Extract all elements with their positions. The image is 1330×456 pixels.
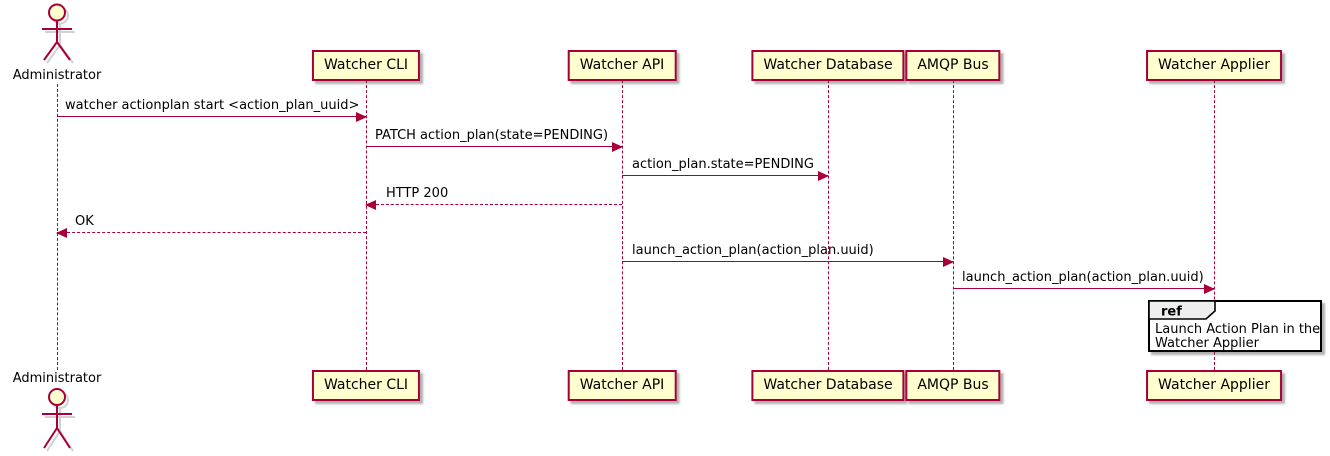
participant-watcher-cli-bottom: Watcher CLI bbox=[311, 370, 421, 401]
arrowhead-right-icon bbox=[1204, 284, 1215, 294]
participant-watcher-database-top: Watcher Database bbox=[751, 50, 905, 81]
ref-fragment: ref Launch Action Plan in the Watcher Ap… bbox=[1148, 300, 1322, 352]
message-line bbox=[57, 116, 366, 117]
message-ok: OK bbox=[56, 209, 366, 238]
message-label: HTTP 200 bbox=[386, 186, 449, 201]
message-line bbox=[57, 232, 366, 233]
message-line bbox=[622, 261, 953, 262]
lifeline-watcher-applier bbox=[1214, 80, 1215, 370]
message-patch-action-plan: PATCH action_plan(state=PENDING) bbox=[366, 123, 623, 152]
ref-text-line-2: Watcher Applier bbox=[1155, 336, 1260, 351]
actor-administrator-top: Administrator bbox=[0, 2, 117, 83]
participant-amqp-bus-bottom: AMQP Bus bbox=[905, 370, 1001, 401]
participant-watcher-applier-bottom: Watcher Applier bbox=[1146, 370, 1282, 401]
message-launch-action-plan-amqp: launch_action_plan(action_plan.uuid) bbox=[622, 238, 954, 267]
ref-frame-icon: ref Launch Action Plan in the Watcher Ap… bbox=[1148, 300, 1322, 352]
arrowhead-right-icon bbox=[612, 142, 623, 152]
arrowhead-right-icon bbox=[818, 171, 829, 181]
message-line bbox=[366, 204, 622, 205]
participant-watcher-api-bottom: Watcher API bbox=[567, 370, 677, 401]
arrowhead-left-icon bbox=[365, 200, 376, 210]
ref-keyword: ref bbox=[1161, 305, 1182, 320]
lifeline-administrator bbox=[57, 84, 58, 370]
participant-watcher-cli-top: Watcher CLI bbox=[311, 50, 421, 81]
participant-watcher-applier-top: Watcher Applier bbox=[1146, 50, 1282, 81]
ref-text-line-1: Launch Action Plan in the bbox=[1155, 322, 1320, 337]
lifeline-amqp-bus bbox=[953, 80, 954, 370]
participant-watcher-api-top: Watcher API bbox=[567, 50, 677, 81]
lifeline-watcher-database bbox=[828, 80, 829, 370]
message-launch-action-plan-applier: launch_action_plan(action_plan.uuid) bbox=[953, 265, 1215, 294]
actor-label: Administrator bbox=[12, 68, 102, 83]
participant-watcher-database-bottom: Watcher Database bbox=[751, 370, 905, 401]
message-line bbox=[366, 146, 622, 147]
message-label: launch_action_plan(action_plan.uuid) bbox=[632, 243, 874, 258]
message-label: action_plan.state=PENDING bbox=[632, 157, 814, 172]
message-label: OK bbox=[75, 214, 94, 229]
actor-icon bbox=[42, 388, 75, 452]
arrowhead-right-icon bbox=[356, 112, 367, 122]
message-label: watcher actionplan start <action_plan_uu… bbox=[65, 98, 360, 113]
arrowhead-right-icon bbox=[943, 257, 954, 267]
actor-administrator-bottom: Administrator bbox=[0, 371, 117, 456]
actor-icon bbox=[42, 3, 75, 64]
message-line bbox=[622, 175, 828, 176]
message-label: PATCH action_plan(state=PENDING) bbox=[375, 128, 609, 143]
actor-label: Administrator bbox=[12, 371, 102, 386]
message-http-200: HTTP 200 bbox=[365, 181, 622, 210]
message-label: launch_action_plan(action_plan.uuid) bbox=[962, 270, 1204, 285]
message-line bbox=[953, 288, 1214, 289]
message-actionplan-start: watcher actionplan start <action_plan_uu… bbox=[57, 93, 367, 122]
message-action-plan-state: action_plan.state=PENDING bbox=[622, 152, 829, 181]
lifeline-watcher-cli bbox=[366, 80, 367, 370]
lifeline-watcher-api bbox=[622, 80, 623, 370]
participant-amqp-bus-top: AMQP Bus bbox=[905, 50, 1001, 81]
arrowhead-left-icon bbox=[56, 228, 67, 238]
